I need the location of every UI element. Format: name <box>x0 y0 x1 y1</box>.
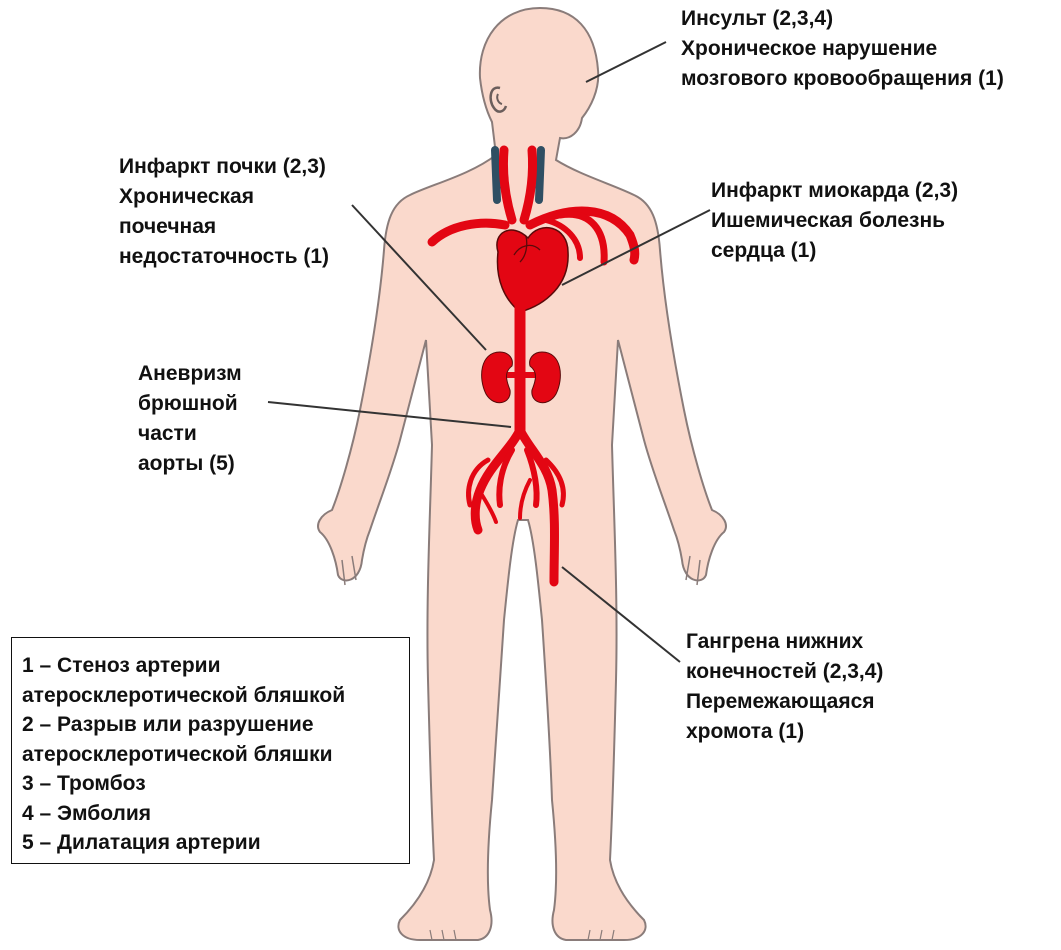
label-heart-line-1: Инфаркт миокарда (2,3) <box>711 176 958 206</box>
label-myocardial-infarction: Инфаркт миокарда (2,3) Ишемическая болез… <box>711 176 958 266</box>
label-stroke: Инсульт (2,3,4) Хроническое нарушение мо… <box>681 4 1004 94</box>
label-stroke-line-2: Хроническое нарушение <box>681 34 1004 64</box>
label-kidney-line-2: Хроническая <box>119 182 329 212</box>
legend-item-2a: 2 – Разрыв или разрушение <box>22 710 409 740</box>
label-stroke-line-3: мозгового кровообращения (1) <box>681 64 1004 94</box>
label-gangrene-line-2: конечностей (2,3,4) <box>686 657 883 687</box>
legend-item-5: 5 – Дилатация артерии <box>22 828 409 858</box>
label-aortic-aneurysm: Аневризм брюшной части аорты (5) <box>138 359 242 479</box>
legend-item-1b: атеросклеротической бляшкой <box>22 681 409 711</box>
label-gangrene-line-1: Гангрена нижних <box>686 627 883 657</box>
label-kidney-line-3: почечная <box>119 212 329 242</box>
legend-item-4: 4 – Эмболия <box>22 799 409 829</box>
label-gangrene-line-3: Перемежающаяся <box>686 687 883 717</box>
label-aneurysm-line-4: аорты (5) <box>138 449 242 479</box>
label-aneurysm-line-1: Аневризм <box>138 359 242 389</box>
label-heart-line-3: сердца (1) <box>711 236 958 266</box>
label-lower-limb-gangrene: Гангрена нижних конечностей (2,3,4) Пере… <box>686 627 883 747</box>
label-aneurysm-line-2: брюшной <box>138 389 242 419</box>
legend-item-2b: атеросклеротической бляшки <box>22 740 409 770</box>
legend-item-3: 3 – Тромбоз <box>22 769 409 799</box>
legend-item-1a: 1 – Стеноз артерии <box>22 651 409 681</box>
label-heart-line-2: Ишемическая болезнь <box>711 206 958 236</box>
label-aneurysm-line-3: части <box>138 419 242 449</box>
label-stroke-line-1: Инсульт (2,3,4) <box>681 4 1004 34</box>
label-kidney-line-1: Инфаркт почки (2,3) <box>119 152 329 182</box>
label-kidney-line-4: недостаточность (1) <box>119 242 329 272</box>
legend-box: 1 – Стеноз артерии атеросклеротической б… <box>11 637 410 864</box>
label-gangrene-line-4: хромота (1) <box>686 717 883 747</box>
label-kidney-infarction: Инфаркт почки (2,3) Хроническая почечная… <box>119 152 329 272</box>
